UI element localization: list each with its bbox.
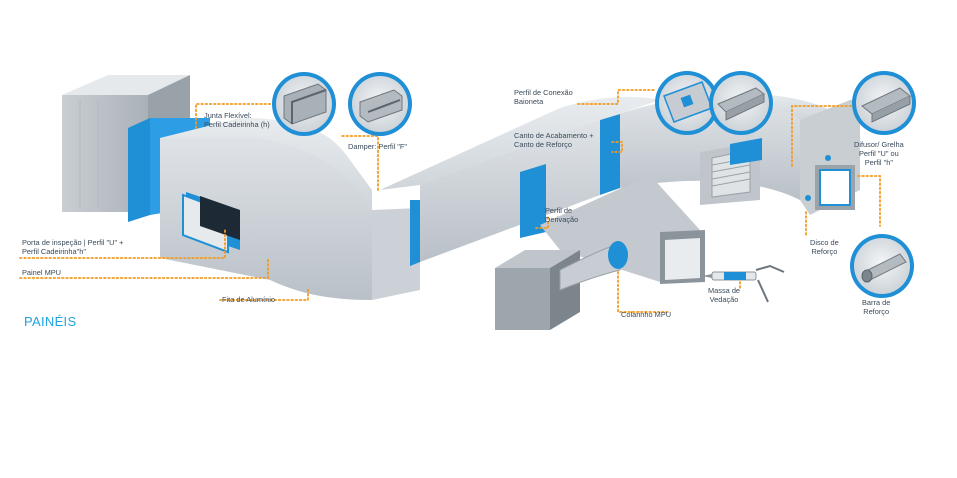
sealant-gun (702, 264, 785, 303)
canto-acabamento-icon (717, 87, 765, 121)
label-line: Colarinho MPU (621, 310, 672, 319)
label-line: Disco de (810, 238, 839, 247)
label-disco-reforco: Disco de Reforço (810, 238, 839, 256)
label-damper: Damper: Perfil "F" (348, 142, 407, 151)
label-line: Damper: Perfil "F" (348, 142, 408, 151)
label-fita-aluminio: Fita de Alumínio (222, 295, 275, 304)
label-line: Difusor/ Grelha (854, 140, 904, 149)
label-perfil-conexao: Perfil de Conexão Baioneta (514, 88, 573, 106)
barra-reforco-icon (861, 253, 907, 283)
label-line: Barra de (862, 298, 891, 307)
callout-perfil-f (348, 72, 412, 136)
callout-canto-acabamento (709, 71, 773, 135)
perfil-u-icon (861, 87, 911, 123)
diffuser-grille (700, 138, 762, 205)
label-painel-mpu: Painel MPU (22, 268, 61, 277)
label-junta-flexivel: Junta Flexível: Perfil Cadeirinha (h) (204, 111, 270, 129)
label-line: Baioneta (514, 97, 544, 106)
label-line: Reforço (863, 307, 890, 316)
terminal-box (495, 241, 628, 330)
label-canto-acabamento: Canto de Acabamento + Canto de Reforço (514, 131, 594, 149)
label-line: Perfil de Conexão (514, 88, 573, 97)
label-line: Junta Flexível: (204, 111, 252, 120)
label-line: Perfil Cadeirinha (h) (204, 120, 270, 129)
callout-perfil-cadeirinha (272, 72, 336, 136)
label-line: Painel MPU (22, 268, 62, 277)
label-line: Perfil de (545, 206, 573, 215)
label-line: Derivação (545, 215, 579, 224)
callout-perfil-u (852, 71, 916, 135)
label-line: Reforço (811, 247, 838, 256)
label-line: Perfil "U" ou (858, 149, 899, 158)
label-perfil-derivacao: Perfil de Derivação (545, 206, 578, 224)
callout-barra-reforco (850, 234, 914, 298)
label-barra-reforco: Barra de Reforço (862, 298, 890, 316)
label-colarinho-mpu: Colarinho MPU (621, 310, 671, 319)
callout-baioneta (655, 71, 719, 135)
section-title: PAINÉIS (24, 314, 77, 329)
main-duct (128, 93, 860, 300)
inspection-door (182, 192, 240, 254)
label-line: Canto de Acabamento + (514, 131, 594, 140)
leader-lines (19, 89, 881, 313)
label-line: Massa de (708, 286, 741, 295)
label-line: Perfil "h" (864, 158, 893, 167)
perfil-cadeirinha-icon (283, 83, 327, 125)
label-line: Perfil Cadeirinha"h" (22, 247, 86, 256)
label-line: Fita de Alumínio (222, 295, 275, 304)
label-massa-vedacao: Massa de Vedação (708, 286, 740, 304)
label-line: Canto de Reforço (514, 140, 572, 149)
perfil-f-icon (359, 89, 403, 123)
label-line: Porta de inspeção | Perfil "U" + (22, 238, 124, 247)
label-porta-inspecao: Porta de inspeção | Perfil "U" + Perfil … (22, 238, 123, 256)
label-line: Vedação (709, 295, 739, 304)
label-difusor: Difusor/ Grelha Perfil "U" ou Perfil "h" (854, 140, 904, 167)
